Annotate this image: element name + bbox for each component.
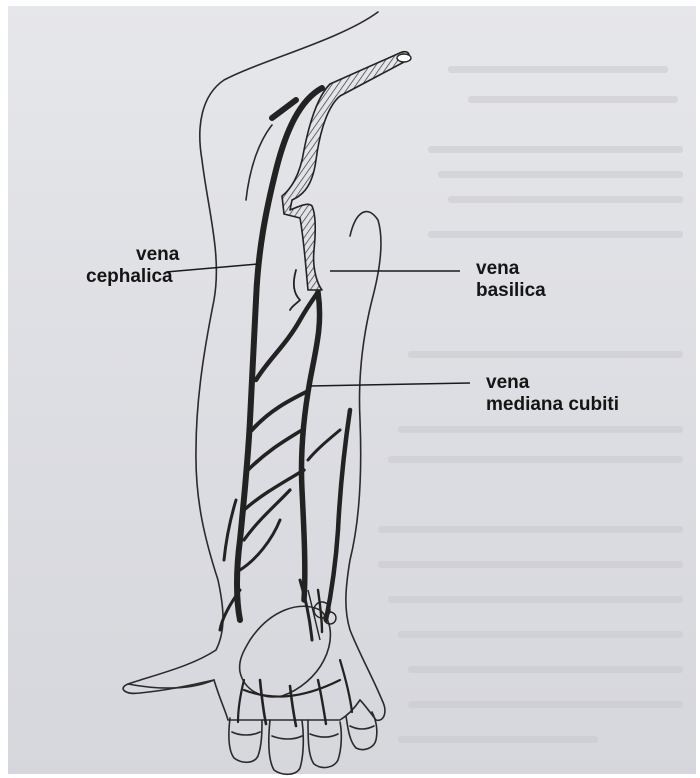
leader-line-mediana — [310, 383, 470, 386]
vein-cephalica-top — [272, 100, 296, 118]
label-mediana-line2: mediana cubiti — [486, 394, 619, 416]
knuckle-line — [232, 732, 260, 735]
vein-branch — [240, 520, 280, 570]
thumb — [128, 680, 214, 688]
vein-branch — [248, 430, 302, 470]
vein-branch — [244, 490, 290, 540]
finger-3 — [308, 720, 341, 767]
label-basilica-line2: basilica — [476, 280, 546, 302]
vein-hand — [260, 680, 266, 724]
finger-4 — [346, 712, 377, 750]
knuckle-line — [350, 726, 374, 729]
artery-hatched — [282, 52, 409, 290]
vein-branch — [252, 392, 306, 430]
knuckle-line — [310, 734, 338, 737]
arm-right-contour — [346, 212, 385, 721]
knuckle-line — [272, 736, 302, 739]
vein-small-branch — [290, 270, 300, 310]
finger-2 — [269, 720, 304, 774]
label-mediana-line1: vena — [486, 372, 619, 394]
upper-arm-contour — [246, 125, 272, 200]
vein-hand — [238, 680, 244, 722]
vein-hand — [340, 660, 352, 712]
artery — [282, 52, 411, 290]
label-vena-basilica: vena basilica — [476, 258, 546, 302]
vein-branch — [224, 500, 236, 560]
vein-wrist — [318, 590, 322, 632]
label-vena-cephalica: vena cephalica — [86, 244, 179, 288]
label-cephalica-line1: vena — [86, 244, 179, 266]
vein-basilica — [301, 292, 319, 600]
vein-mediana-cubiti — [256, 292, 318, 380]
vein-branch — [308, 430, 340, 460]
wrist-shape — [240, 606, 331, 697]
label-vena-mediana-cubiti: vena mediana cubiti — [486, 372, 619, 416]
finger-1 — [229, 718, 262, 762]
label-cephalica-line2: cephalica — [86, 266, 179, 288]
veins — [220, 88, 352, 726]
label-basilica-line1: vena — [476, 258, 546, 280]
artery-cut-end — [397, 54, 411, 62]
palm-outline — [214, 680, 360, 720]
leader-line-cephalica — [166, 264, 258, 272]
